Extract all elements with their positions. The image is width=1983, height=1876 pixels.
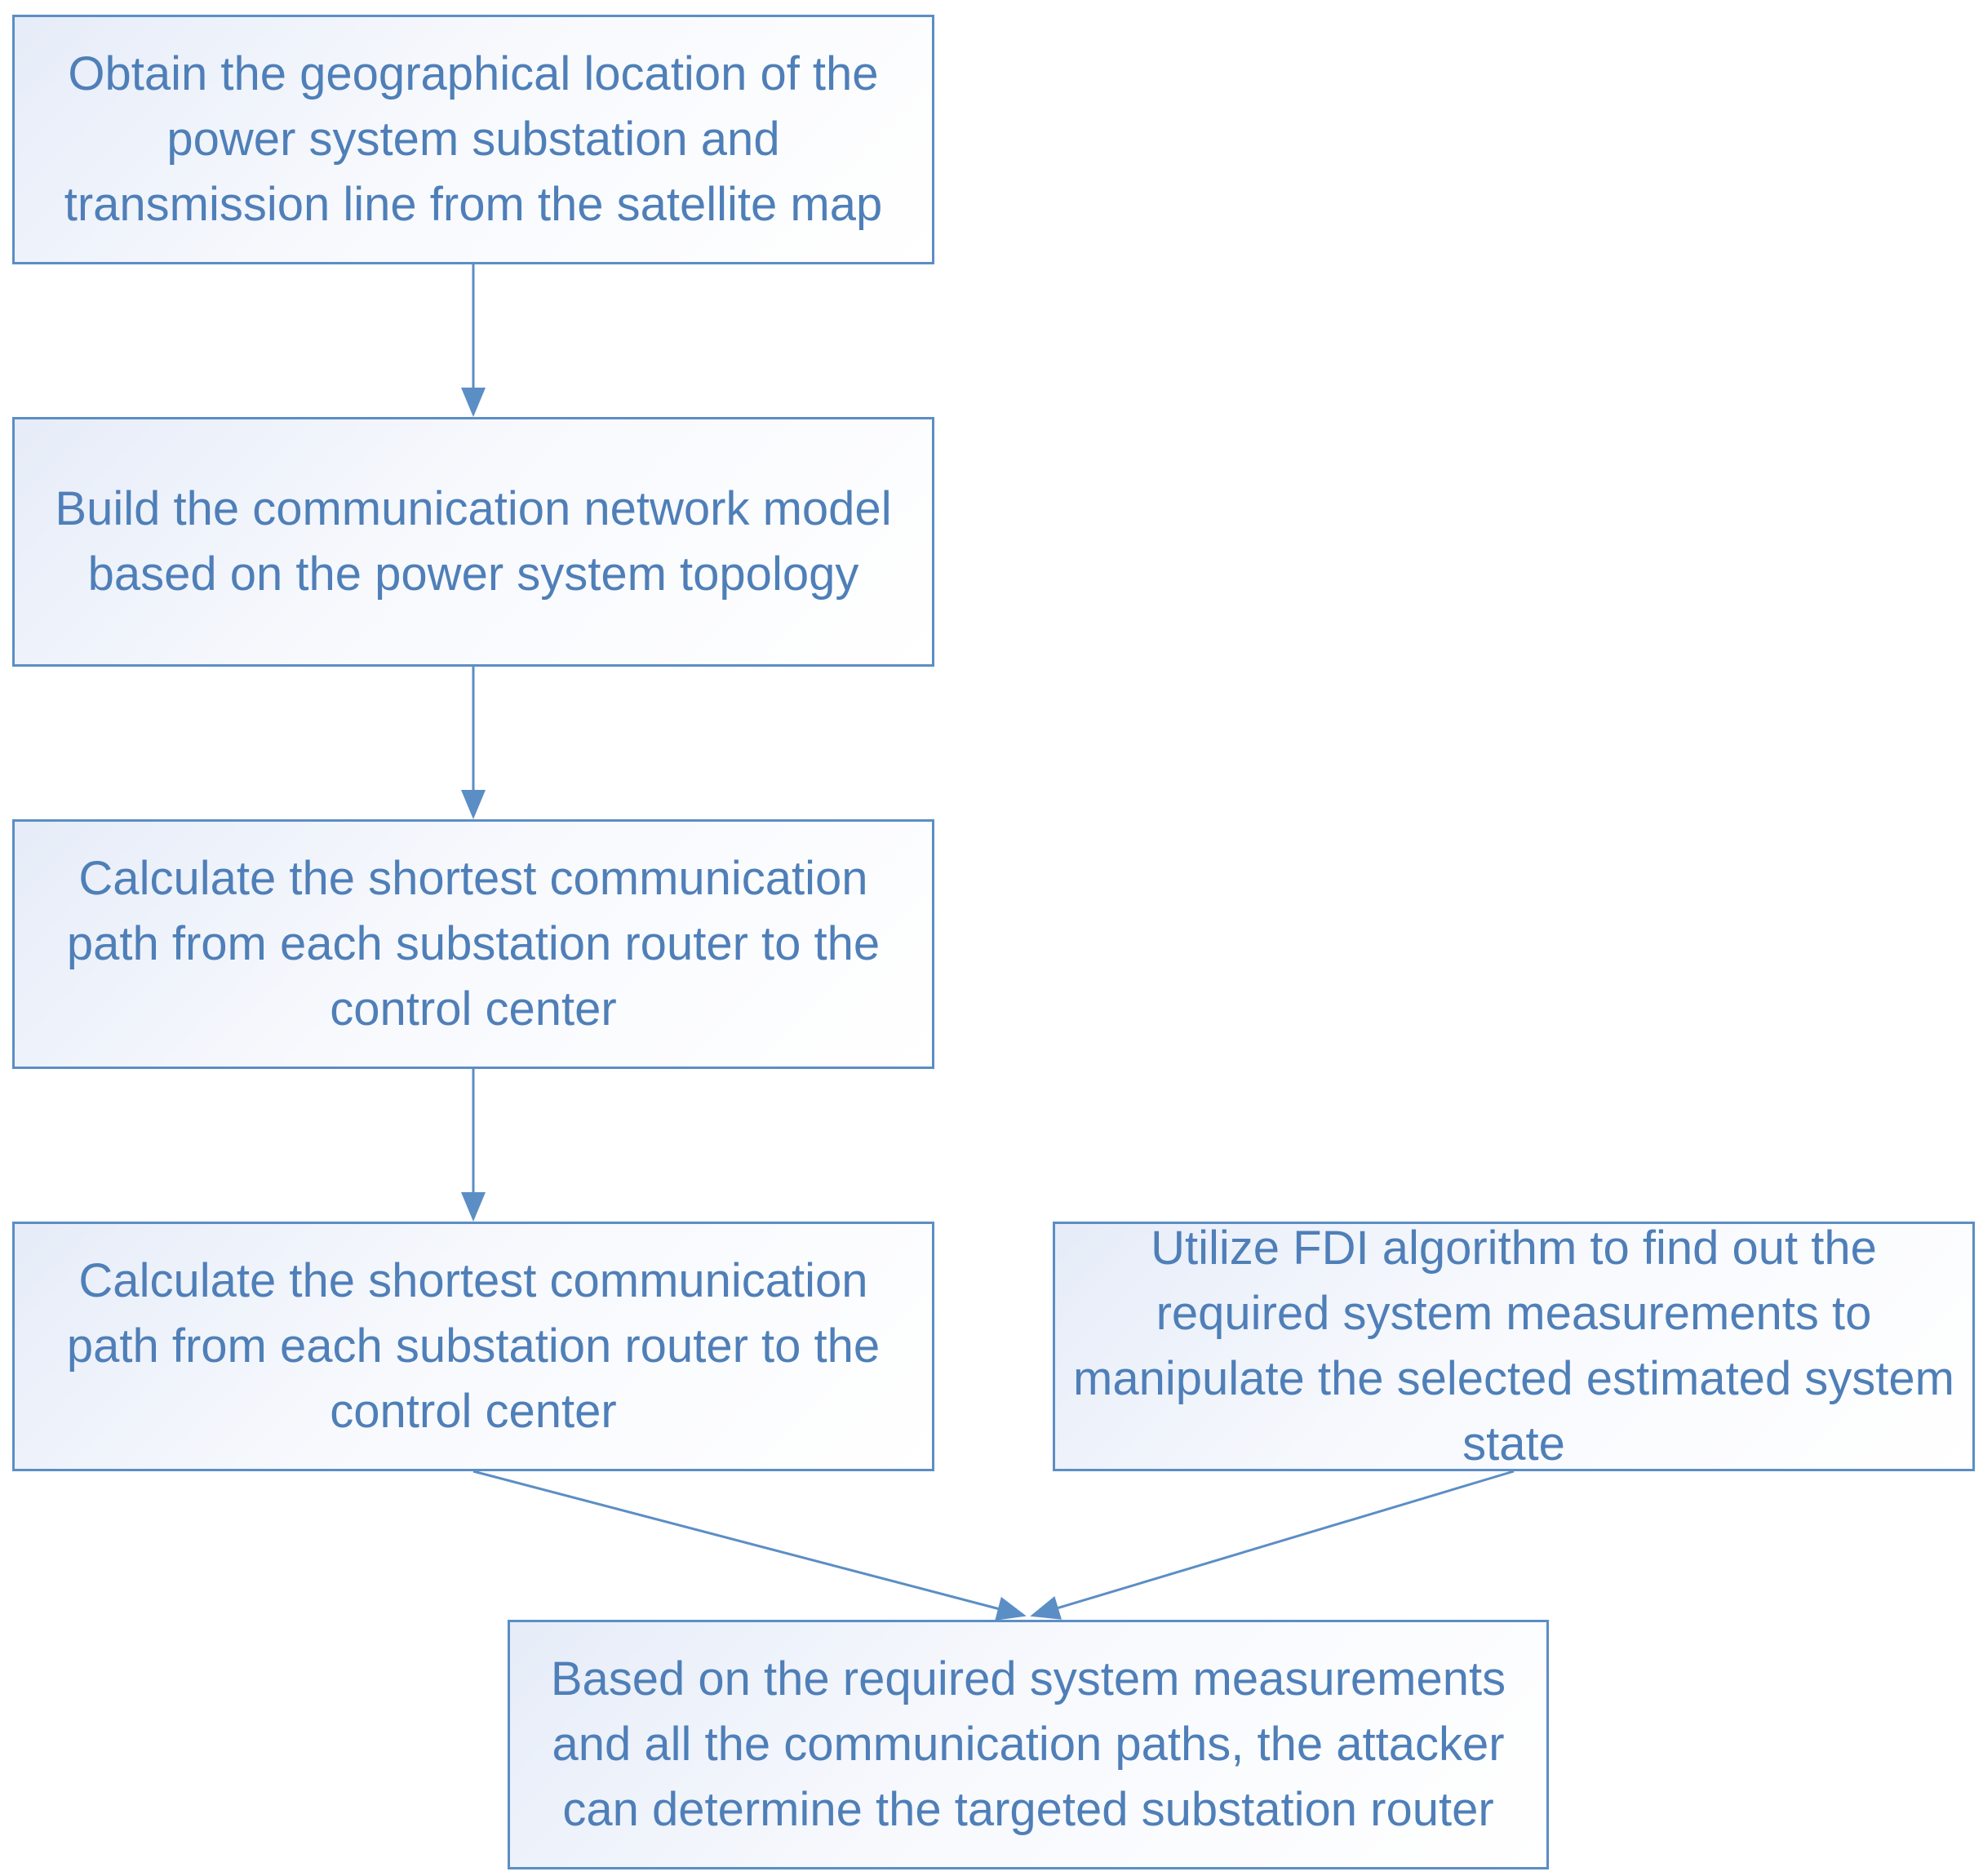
arrow-step4-to-step6	[472, 1470, 1027, 1621]
step-build-network-model-text: Build the communication network model ba…	[55, 482, 892, 601]
step-obtain-location-text: Obtain the geographical location of the …	[64, 47, 883, 231]
arrow-step5-to-step6	[1030, 1470, 1515, 1620]
step-calculate-shortest-path-2: Calculate the shortest communication pat…	[12, 1222, 934, 1471]
step-fdi-algorithm-text: Utilize FDI algorithm to find out the re…	[1073, 1222, 1954, 1470]
step-determine-target-text: Based on the required system measurement…	[550, 1652, 1506, 1836]
step-determine-target: Based on the required system measurement…	[508, 1620, 1549, 1869]
step-obtain-location: Obtain the geographical location of the …	[12, 15, 934, 264]
step-calculate-shortest-path-2-text: Calculate the shortest communication pat…	[66, 1254, 881, 1438]
step-calculate-shortest-path-1-text: Calculate the shortest communication pat…	[66, 852, 881, 1036]
step-build-network-model: Build the communication network model ba…	[12, 417, 934, 667]
step-calculate-shortest-path-1: Calculate the shortest communication pat…	[12, 819, 934, 1069]
step-fdi-algorithm: Utilize FDI algorithm to find out the re…	[1053, 1222, 1975, 1471]
